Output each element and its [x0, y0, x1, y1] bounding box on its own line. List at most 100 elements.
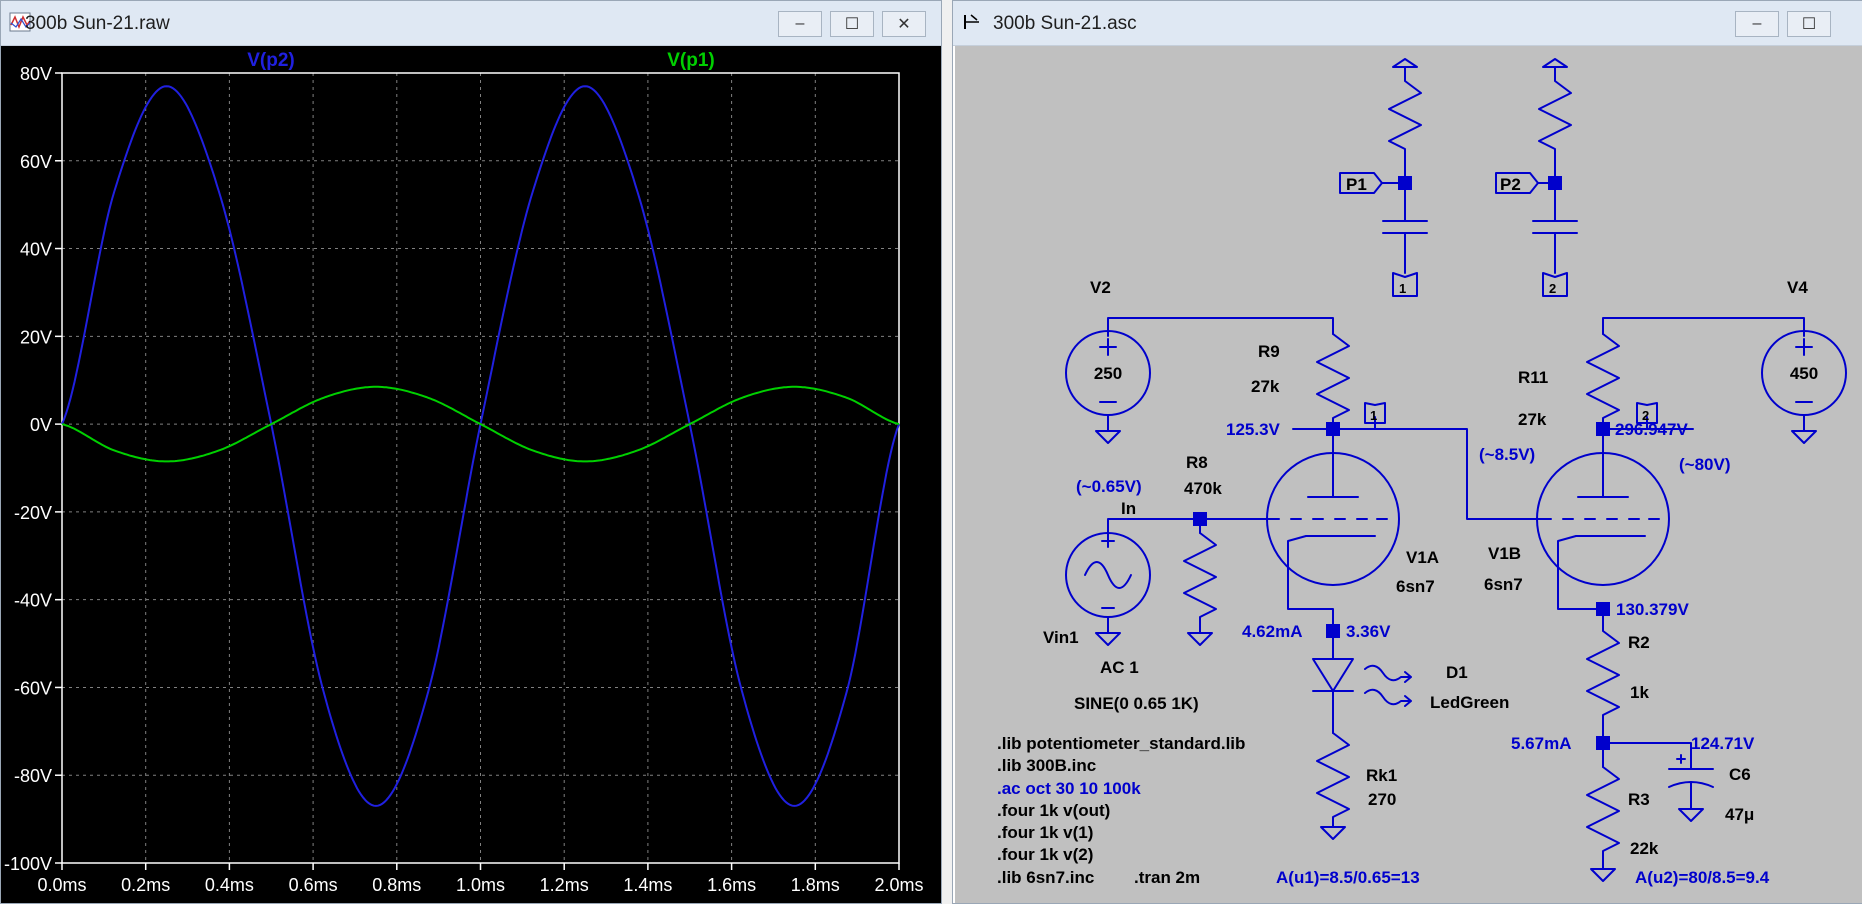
node-124-wire	[1602, 742, 1692, 770]
v1b-label: V1B	[1488, 544, 1521, 563]
directive-7: .lib 6sn7.inc	[997, 868, 1094, 887]
y-tick-label: 60V	[20, 152, 52, 172]
y-tick-label: -100V	[4, 854, 52, 874]
schematic-app-icon	[964, 14, 979, 29]
y-tick-label: 0V	[30, 415, 52, 435]
minimize-icon: –	[1752, 15, 1762, 32]
flag-1	[1364, 402, 1386, 424]
schematic-canvas[interactable]: P1 P2 1 2 1 2 V2 V4 250 450 R9 27k R11 2…	[955, 46, 1862, 903]
flag-2	[1636, 402, 1658, 424]
y-tick-label: 80V	[20, 64, 52, 84]
p1-coupling-capacitor	[1382, 182, 1428, 274]
junction-p1	[1398, 176, 1412, 190]
legend-entry-vp1[interactable]: V(p1)	[667, 50, 715, 71]
cathode-1-voltage: 3.36V	[1346, 622, 1391, 641]
v4-plus-minus	[1795, 338, 1813, 403]
p2-potentiometer	[1538, 66, 1572, 184]
junction-p2	[1548, 176, 1562, 190]
y-tick-label: -40V	[14, 591, 52, 611]
r11-label: R11	[1518, 368, 1548, 387]
y-tick-label: 40V	[20, 240, 52, 260]
node-2-voltage: 296.947V	[1615, 420, 1688, 439]
node-1-voltage: 125.3V	[1226, 420, 1281, 439]
schematic-drawing[interactable]: P1 P2 1 2 1 2 V2 V4 250 450 R9 27k R11 2…	[955, 46, 1862, 904]
y-tick-label: 20V	[20, 327, 52, 347]
directive-6: .four 1k v(2)	[997, 845, 1093, 864]
schematic-window[interactable]: 300b Sun-21.asc – ☐	[952, 0, 1862, 904]
series-line-vp1[interactable]	[61, 385, 900, 463]
y-tick-label: -80V	[14, 766, 52, 786]
r2-resistor	[1586, 608, 1620, 744]
r8-resistor	[1183, 532, 1217, 634]
x-tick-label: 0.2ms	[121, 875, 170, 895]
maximize-icon: ☐	[844, 16, 860, 33]
p2-coupling-capacitor	[1532, 182, 1578, 274]
vin1-plus-minus	[1101, 534, 1115, 609]
r11-value: 27k	[1518, 410, 1547, 429]
in-wire	[1107, 518, 1268, 540]
waveform-window[interactable]: 300b Sun-21.raw – ☐ ✕ 80V 60V 40V 20V 0V -20V…	[0, 0, 942, 904]
r2-label: R2	[1628, 633, 1650, 652]
waveform-app-icon	[9, 12, 31, 32]
c6-ground	[1678, 808, 1704, 822]
cathode-1-current: 4.62mA	[1242, 622, 1302, 641]
ac-node1-annotation: (~8.5V)	[1479, 445, 1535, 464]
tran-directive: .tran 2m	[1134, 868, 1200, 887]
r8-value: 470k	[1184, 479, 1222, 498]
x-tick-label: 1.0ms	[456, 875, 505, 895]
p1-supply-arrow	[1392, 58, 1418, 68]
maximize-button[interactable]: ☐	[830, 11, 874, 37]
gain-u1: A(u1)=8.5/0.65=13	[1276, 868, 1420, 887]
v4-value: 450	[1790, 364, 1818, 383]
minimize-button[interactable]: –	[778, 11, 822, 37]
p1-potentiometer	[1388, 66, 1422, 184]
junction-in	[1193, 512, 1207, 526]
v4-wire	[1602, 317, 1805, 337]
in-label: In	[1121, 499, 1136, 518]
port-2-flag	[1542, 272, 1568, 297]
y-tick-label: -20V	[14, 503, 52, 523]
r8-label: R8	[1186, 453, 1208, 472]
v1a-cathode	[1287, 535, 1376, 632]
r2-r3-current: 5.67mA	[1511, 734, 1571, 753]
c6-value: 47μ	[1725, 805, 1754, 824]
ac1-label: AC 1	[1100, 658, 1139, 677]
c6-label: C6	[1729, 765, 1751, 784]
p1-label: P1	[1346, 175, 1367, 194]
vin1-label: Vin1	[1043, 628, 1079, 647]
flag-1-label: 1	[1370, 408, 1377, 423]
x-tick-label: 0.6ms	[289, 875, 338, 895]
v1b-plate	[1577, 428, 1629, 498]
r9-value: 27k	[1251, 377, 1280, 396]
v1a-label: V1A	[1406, 548, 1439, 567]
p2-supply-arrow	[1542, 58, 1568, 68]
waveform-window-titlebar[interactable]: 300b Sun-21.raw – ☐ ✕	[1, 1, 941, 46]
junction-cathode-1	[1326, 624, 1340, 638]
c6-voltage: 124.71V	[1691, 734, 1755, 753]
legend-entry-vp2[interactable]: V(p2)	[247, 50, 295, 71]
schematic-minimize-button[interactable]: –	[1735, 11, 1779, 37]
r3-value: 22k	[1630, 839, 1659, 858]
v1b-cathode	[1557, 535, 1646, 610]
schematic-maximize-button[interactable]: ☐	[1787, 11, 1831, 37]
v1a-value: 6sn7	[1396, 577, 1435, 596]
r3-resistor	[1586, 766, 1620, 870]
schematic-window-titlebar[interactable]: 300b Sun-21.asc – ☐	[953, 1, 1862, 46]
directive-4: .four 1k v(out)	[997, 801, 1110, 820]
v2-wire	[1107, 317, 1334, 337]
port-1-label: 1	[1399, 281, 1406, 296]
close-button[interactable]: ✕	[882, 11, 926, 37]
spice-directives: .lib potentiometer_standard.lib .lib 300…	[997, 734, 1245, 887]
r3-label: R3	[1628, 790, 1650, 809]
d1-value: LedGreen	[1430, 693, 1509, 712]
d1-led	[1312, 630, 1354, 734]
r11-resistor	[1586, 333, 1620, 430]
r9-resistor	[1316, 333, 1350, 430]
x-tick-label: 0.4ms	[205, 875, 254, 895]
schematic-window-title: 300b Sun-21.asc	[993, 13, 1137, 34]
v2-plus-minus	[1099, 338, 1117, 403]
x-tick-label: 1.4ms	[623, 875, 672, 895]
x-tick-label: 1.8ms	[791, 875, 840, 895]
